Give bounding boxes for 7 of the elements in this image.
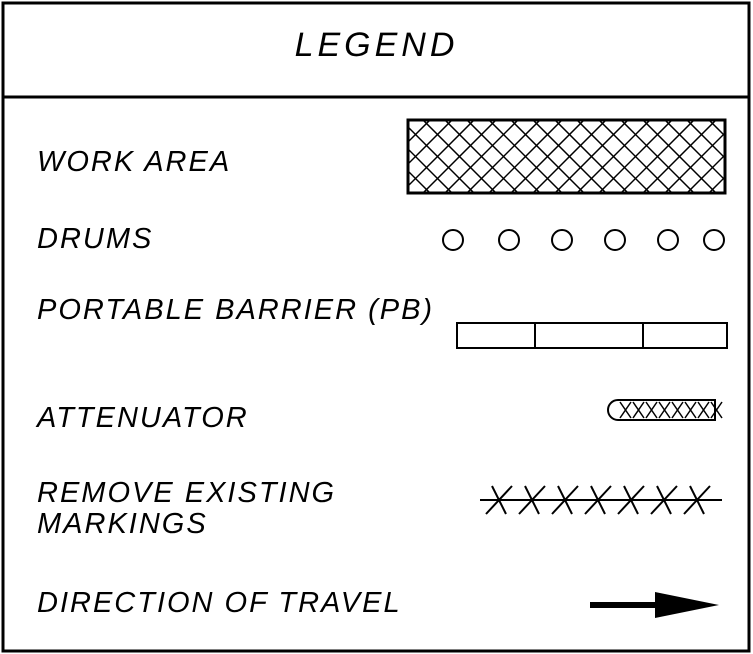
legend-label: DIRECTION OF TRAVEL <box>37 588 403 619</box>
legend-label: PORTABLE BARRIER (PB) <box>37 295 436 326</box>
legend-title: LEGEND <box>294 30 460 61</box>
legend-label: WORK AREA <box>37 147 232 178</box>
legend-label: DRUMS <box>37 224 154 255</box>
legend-label: REMOVE EXISTING MARKINGS <box>37 478 338 540</box>
legend-label: ATTENUATOR <box>37 403 250 434</box>
